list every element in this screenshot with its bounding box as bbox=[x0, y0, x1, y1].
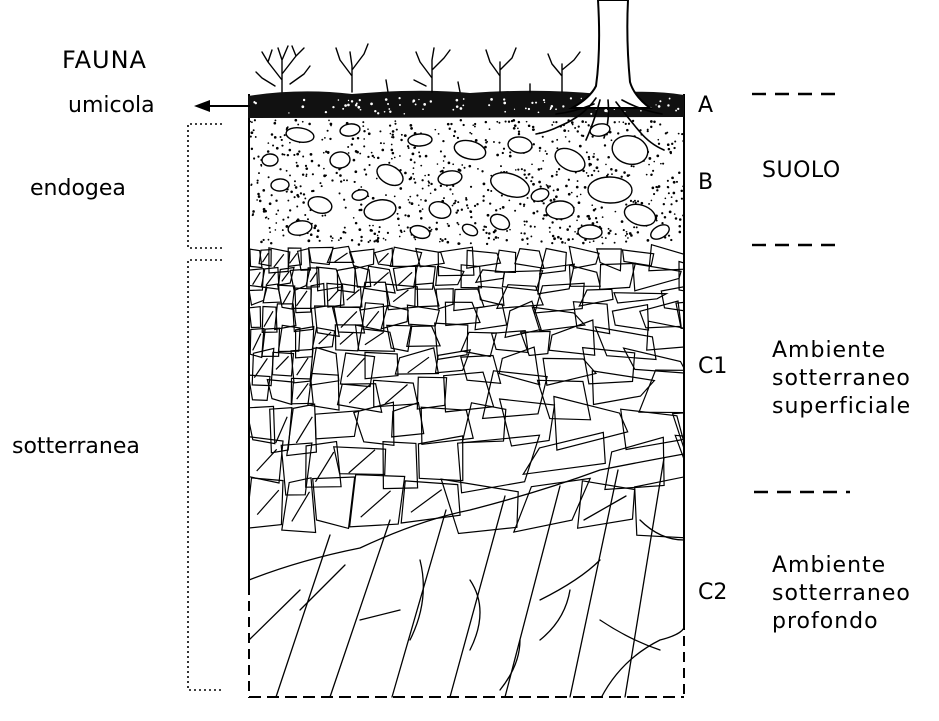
umicola-arrow bbox=[194, 100, 250, 112]
horizon-c2-bedrock bbox=[248, 453, 684, 698]
zone-separators bbox=[752, 92, 850, 494]
horizon-c2-label: C2 bbox=[698, 580, 728, 605]
horizon-a-label: A bbox=[698, 93, 714, 118]
horizon-c1-rock-fragments bbox=[248, 243, 684, 539]
zone-suolo-label: SUOLO bbox=[762, 158, 841, 183]
zone-superficiale-line-3: superficiale bbox=[772, 394, 912, 419]
zone-profondo-label: Ambiente sotterraneo profondo bbox=[772, 552, 911, 636]
fauna-brackets bbox=[187, 123, 222, 691]
zone-profondo-line-3: profondo bbox=[772, 609, 879, 634]
fauna-endogea-label: endogea bbox=[30, 176, 126, 201]
fauna-umicola-label: umicola bbox=[68, 93, 155, 118]
tree-trunk-and-roots bbox=[535, 0, 665, 151]
surface-plants bbox=[255, 43, 581, 93]
zone-superficiale-line-1: Ambiente bbox=[772, 338, 887, 363]
horizon-c1-label: C1 bbox=[698, 354, 728, 379]
fauna-title: FAUNA bbox=[62, 46, 147, 74]
fauna-sotterranea-label: sotterranea bbox=[12, 434, 140, 459]
zone-profondo-line-1: Ambiente bbox=[772, 553, 887, 578]
zone-superficiale-line-2: sotterraneo bbox=[772, 366, 911, 391]
horizon-b-texture bbox=[249, 118, 684, 246]
zone-superficiale-label: Ambiente sotterraneo superficiale bbox=[772, 337, 911, 421]
zone-profondo-line-2: sotterraneo bbox=[772, 581, 911, 606]
horizon-b-label: B bbox=[698, 170, 714, 195]
